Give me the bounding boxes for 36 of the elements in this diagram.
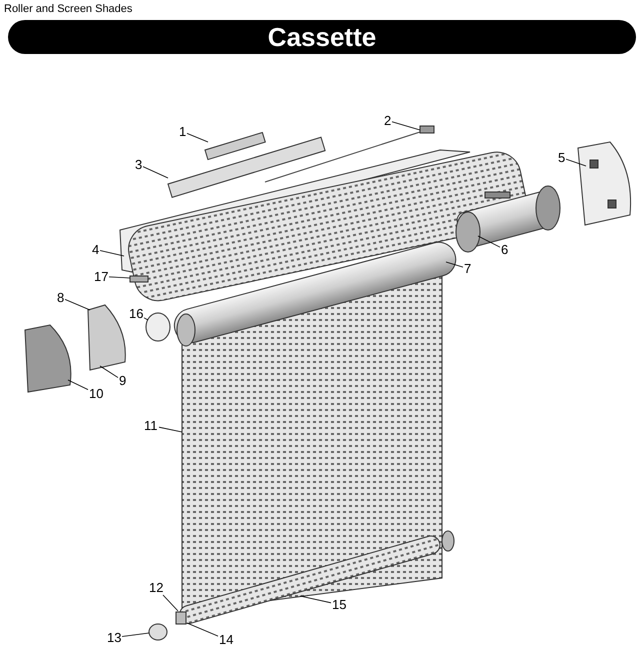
callout-number: 14	[218, 632, 234, 647]
leader-line	[108, 276, 130, 278]
leader-line	[68, 380, 88, 390]
callout-number: 15	[331, 597, 348, 612]
callout-number: 2	[383, 113, 392, 128]
callout-number: 9	[118, 373, 128, 388]
callout-number: 17	[93, 269, 110, 284]
header-text: Roller and Screen Shades	[4, 3, 132, 15]
callout-number: 10	[88, 386, 104, 401]
leader-line	[478, 236, 500, 248]
title: Cassette	[268, 22, 376, 52]
leader-line	[100, 366, 118, 378]
leader-line	[144, 317, 148, 320]
callout-number: 8	[56, 290, 66, 305]
leader-line	[142, 166, 168, 178]
leader-line	[100, 250, 124, 256]
leader-line	[392, 121, 420, 130]
callout-number: 3	[134, 157, 144, 172]
callout-number: 13	[106, 630, 122, 645]
leader-line	[300, 596, 332, 604]
callout-number: 1	[178, 124, 188, 139]
leader-line	[566, 158, 586, 166]
leader-line	[186, 133, 208, 142]
leader-line	[158, 426, 182, 432]
callout-number: 16	[128, 306, 144, 321]
callout-number: 11	[143, 418, 158, 433]
leader-line	[162, 594, 178, 612]
leader-line	[64, 299, 90, 310]
leader-line	[186, 622, 218, 636]
callout-number: 7	[463, 261, 472, 276]
leader-line	[122, 632, 150, 637]
callout-number: 4	[91, 242, 100, 257]
callout-number: 6	[500, 242, 510, 257]
leader-line	[446, 262, 464, 268]
callout-number: 12	[148, 580, 164, 595]
callout-number: 5	[557, 150, 566, 165]
